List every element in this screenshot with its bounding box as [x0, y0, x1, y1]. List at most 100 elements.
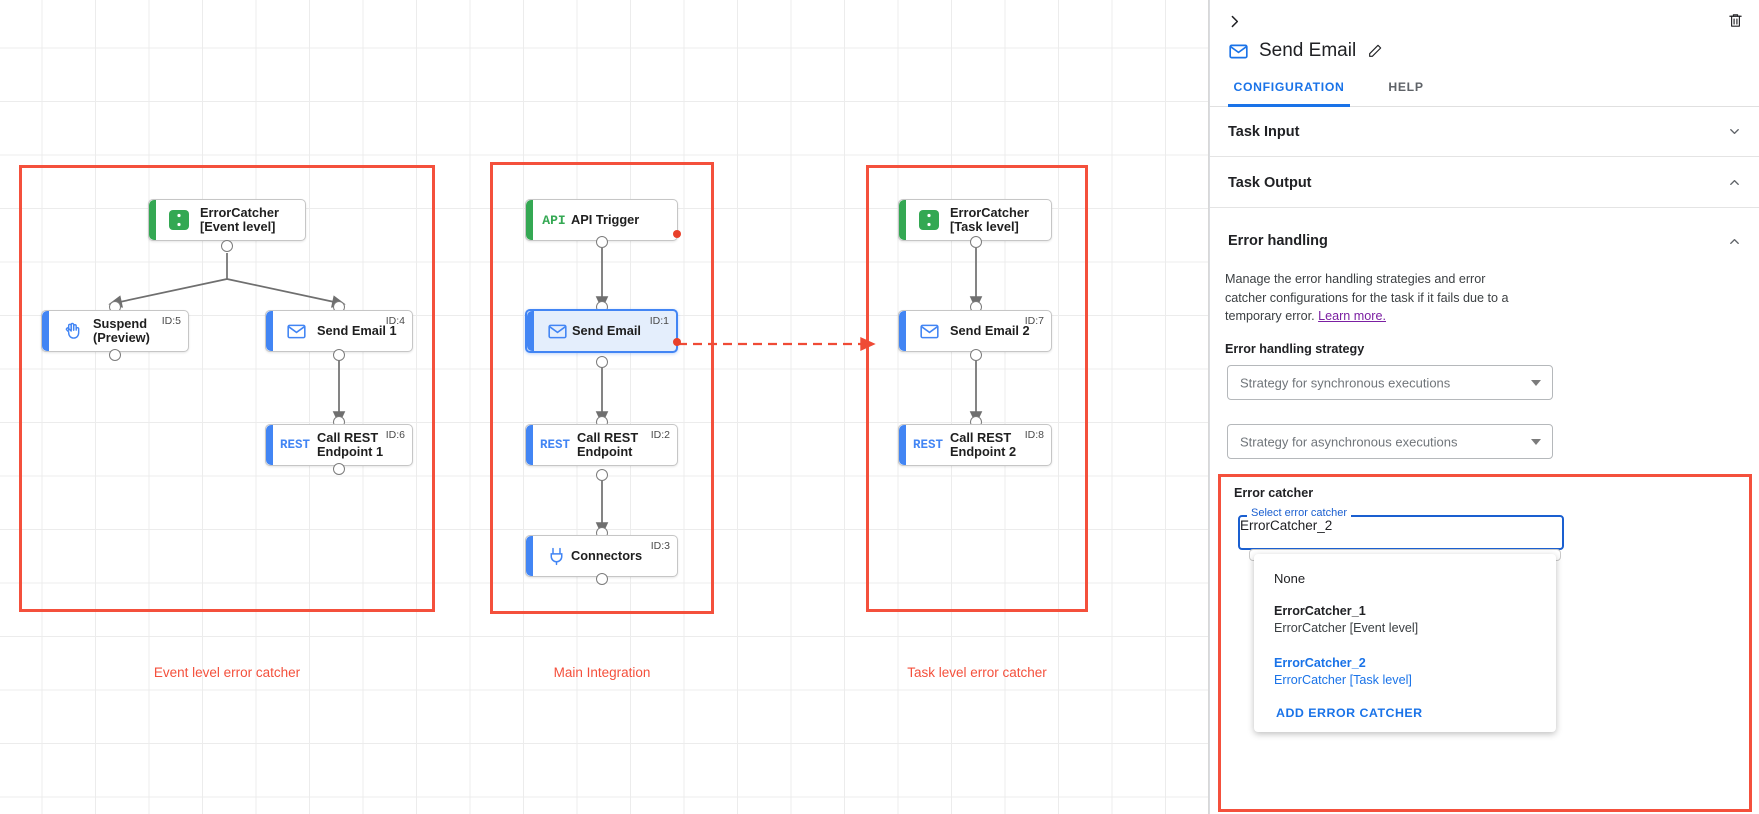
- section-task-input[interactable]: Task Input: [1210, 107, 1759, 157]
- node-id-badge: ID:5: [161, 315, 181, 327]
- node-out-knob[interactable]: [596, 356, 608, 368]
- node-call-rest-endpoint-2[interactable]: REST Call REST Endpoint 2 ID:8: [898, 424, 1052, 466]
- node-accent-bar: [42, 311, 49, 351]
- node-out-knob[interactable]: [221, 240, 233, 252]
- error-catcher-label: Error catcher: [1234, 486, 1314, 500]
- menu-option-errorcatcher-1[interactable]: ErrorCatcher_1 ErrorCatcher [Event level…: [1254, 591, 1556, 644]
- node-out-knob[interactable]: [596, 469, 608, 481]
- node-label: Call REST Endpoint: [577, 430, 639, 459]
- group-label-task-level: Task level error catcher: [907, 665, 1047, 680]
- delete-icon[interactable]: [1723, 8, 1747, 32]
- panel-header: Send Email: [1210, 0, 1759, 82]
- node-errorcatcher-task-level[interactable]: ErrorCatcher [Task level]: [898, 199, 1052, 241]
- group-label-main-integration: Main Integration: [553, 665, 651, 680]
- add-error-catcher-label: ADD ERROR CATCHER: [1276, 706, 1423, 720]
- node-out-knob[interactable]: [970, 236, 982, 248]
- menu-option-sub: ErrorCatcher [Task level]: [1274, 673, 1412, 687]
- group-label-event-level: Event level error catcher: [153, 665, 301, 680]
- description-text: Manage the error handling strategies and…: [1225, 272, 1509, 323]
- chevron-down-icon[interactable]: [1725, 123, 1743, 141]
- error-catcher-select[interactable]: ErrorCatcher_2: [1238, 515, 1564, 550]
- node-api-trigger[interactable]: API API Trigger: [525, 199, 681, 241]
- panel-tabs: CONFIGURATION HELP: [1210, 80, 1759, 107]
- node-out-knob[interactable]: [596, 236, 608, 248]
- node-out-knob[interactable]: [333, 463, 345, 475]
- integration-canvas[interactable]: Event level error catcher Main Integrati…: [0, 0, 1209, 814]
- menu-option-sub: ErrorCatcher [Event level]: [1274, 621, 1419, 635]
- node-out-knob[interactable]: [109, 349, 121, 361]
- node-label: Call REST Endpoint 2: [950, 430, 1017, 459]
- node-error-dot: [673, 338, 681, 346]
- error-handling-description: Manage the error handling strategies and…: [1225, 270, 1525, 326]
- select-error-catcher-float-label: Select error catcher: [1247, 507, 1351, 519]
- node-label: ErrorCatcher [Task level]: [950, 205, 1029, 234]
- tab-help[interactable]: HELP: [1378, 80, 1434, 106]
- node-id-badge: ID:8: [1024, 429, 1044, 441]
- node-id-badge: ID:6: [385, 429, 405, 441]
- node-send-email-1[interactable]: Send Email 1 ID:4: [265, 310, 413, 352]
- node-accent-bar: [266, 311, 273, 351]
- node-id-badge: ID:4: [385, 315, 405, 327]
- node-errorcatcher-event-level[interactable]: ErrorCatcher [Event level]: [148, 199, 306, 241]
- async-strategy-value: Strategy for asynchronous executions: [1240, 434, 1458, 449]
- menu-option-none[interactable]: None: [1254, 566, 1556, 591]
- chevron-up-icon[interactable]: [1725, 232, 1743, 250]
- chevron-right-icon[interactable]: [1222, 9, 1246, 33]
- node-out-knob[interactable]: [596, 573, 608, 585]
- group-box-main-integration: [490, 162, 714, 614]
- rest-icon: REST: [912, 438, 943, 452]
- chevron-up-icon[interactable]: [1725, 174, 1743, 192]
- error-catcher-icon: [167, 208, 191, 232]
- menu-option-errorcatcher-2[interactable]: ErrorCatcher_2 ErrorCatcher [Task level]: [1254, 644, 1556, 696]
- tab-label: CONFIGURATION: [1233, 80, 1345, 94]
- node-accent-bar: [526, 200, 533, 240]
- section-task-output[interactable]: Task Output: [1210, 158, 1759, 208]
- async-strategy-select[interactable]: Strategy for asynchronous executions: [1227, 424, 1553, 459]
- menu-option-label: None: [1274, 571, 1306, 586]
- node-send-email-2[interactable]: Send Email 2 ID:7: [898, 310, 1052, 352]
- error-catcher-value: ErrorCatcher_2: [1240, 518, 1333, 533]
- page-title: Send Email: [1259, 40, 1357, 61]
- node-label: Send Email: [572, 323, 641, 338]
- node-send-email-selected[interactable]: Send Email ID:1: [525, 309, 681, 353]
- node-out-knob[interactable]: [970, 349, 982, 361]
- node-connectors[interactable]: Connectors ID:3: [525, 535, 678, 577]
- group-box-task-level: [866, 165, 1088, 612]
- node-accent-bar: [899, 425, 906, 465]
- chevron-down-icon: [1531, 379, 1541, 386]
- node-out-knob[interactable]: [333, 349, 345, 361]
- node-suspend-preview[interactable]: Suspend (Preview) ID:5: [41, 310, 189, 352]
- node-label: Send Email 1: [317, 323, 397, 338]
- node-accent-bar: [266, 425, 273, 465]
- add-error-catcher-button[interactable]: ADD ERROR CATCHER: [1254, 696, 1556, 722]
- node-label: API Trigger: [571, 212, 640, 227]
- node-accent-bar: [899, 311, 906, 351]
- node-accent-bar: [526, 536, 533, 576]
- panel-title-row: Send Email: [1228, 40, 1384, 62]
- node-error-dot: [673, 230, 681, 238]
- node-label: Call REST Endpoint 1: [317, 430, 384, 459]
- section-title: Error handling: [1228, 233, 1328, 249]
- error-handling-strategy-label: Error handling strategy: [1225, 342, 1365, 356]
- group-box-event-level: [19, 165, 435, 612]
- section-error-handling[interactable]: Error handling: [1210, 216, 1759, 266]
- rest-icon: REST: [539, 438, 570, 452]
- node-label: ErrorCatcher [Event level]: [200, 205, 279, 234]
- node-call-rest-endpoint[interactable]: REST Call REST Endpoint ID:2: [525, 424, 678, 466]
- tab-configuration[interactable]: CONFIGURATION: [1228, 80, 1350, 107]
- learn-more-link[interactable]: Learn more.: [1318, 309, 1386, 323]
- error-catcher-dropdown-menu[interactable]: None ErrorCatcher_1 ErrorCatcher [Event …: [1254, 554, 1556, 732]
- node-label: Send Email 2: [950, 323, 1030, 338]
- sync-strategy-select[interactable]: Strategy for synchronous executions: [1227, 365, 1553, 400]
- edit-pencil-icon[interactable]: [1366, 42, 1384, 60]
- node-label: Connectors: [571, 548, 643, 563]
- node-call-rest-endpoint-1[interactable]: REST Call REST Endpoint 1 ID:6: [265, 424, 413, 466]
- hand-icon: [60, 319, 84, 343]
- task-config-panel: Send Email CONFIGURATION HELP Task Input…: [1209, 0, 1759, 814]
- error-catcher-block: Error catcher Select error catcher Error…: [1218, 474, 1752, 812]
- node-label: Suspend (Preview): [93, 316, 150, 345]
- menu-option-name: ErrorCatcher_1: [1274, 604, 1366, 618]
- tab-label: HELP: [1388, 80, 1424, 94]
- node-accent-bar: [527, 311, 534, 351]
- sync-strategy-value: Strategy for synchronous executions: [1240, 375, 1451, 390]
